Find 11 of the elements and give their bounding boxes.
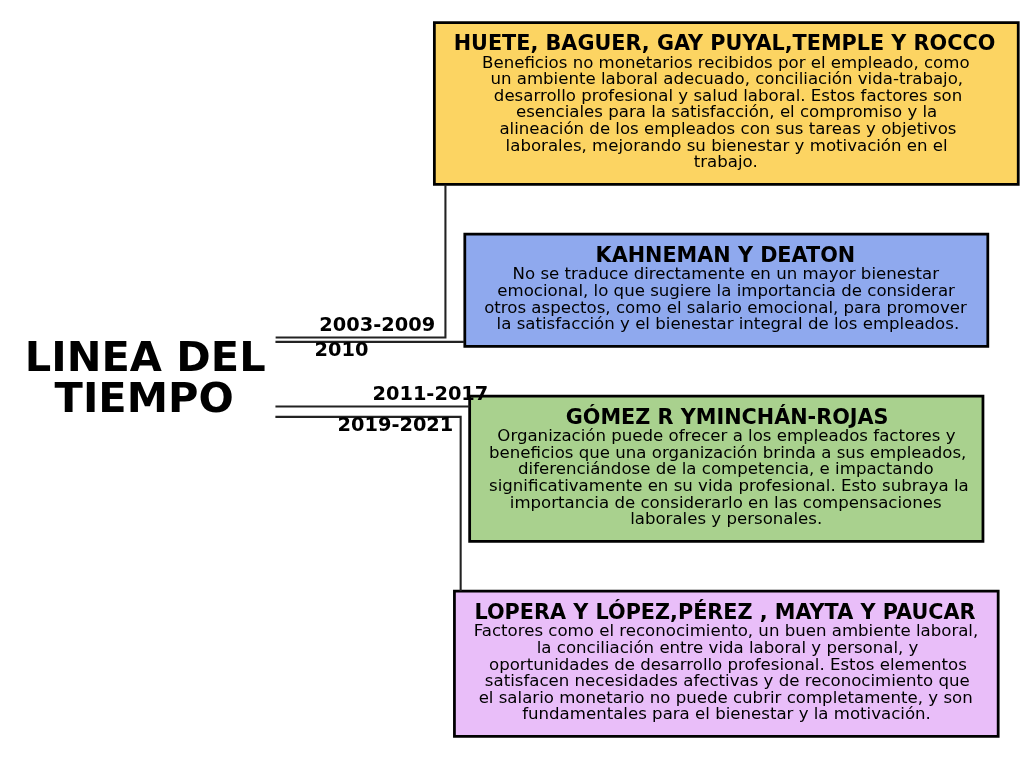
edge-label: 2010 — [314, 338, 369, 362]
node-text: LINEA DEL TIEMPO — [24, 331, 266, 423]
connector — [275, 405, 470, 408]
node-box: LOPERA Y LÓPEZ,PÉREZ , MAYTA Y PAUCAR Factores como el reconocimiento, un buen ambiente laboral, la conciliación entre vida laboral y personal, y oportunidades de desarrollo profesional. Estos elementos satisfacen necesidades afectivas y de reconocimiento que el salario monetario no puede cubrir completamente, y son fundamentales para el bienestar y la motivación. — [453, 589, 1000, 738]
edge-label: 2003-2009 — [319, 312, 436, 336]
node-box: KAHNEMAN Y DEATON No se traduce directamente en un mayor bienestar emocional, lo que sugiere la importancia de considerar otros aspectos, como el salario emocional, para promover la satisfacción y el bienestar integral de los empleados. — [463, 232, 990, 348]
node-box: HUETE, BAGUER, GAY PUYAL,TEMPLE Y ROCCO Beneficios no monetarios recibidos por el empleado, como un ambiente laboral adecuado, conciliación vida-trabajo, desarrollo profesional y salud laboral. Estos factores son esenciales para la satisfacción, el compromiso y la alineación de los empleados con sus tareas y objetivos laborales, mejorando su bienestar y motivación en el trabajo. — [433, 21, 1020, 186]
connector — [275, 340, 465, 343]
connector — [275, 184, 447, 339]
connector — [275, 415, 462, 592]
edge-label: 2019-2021 — [337, 412, 454, 436]
